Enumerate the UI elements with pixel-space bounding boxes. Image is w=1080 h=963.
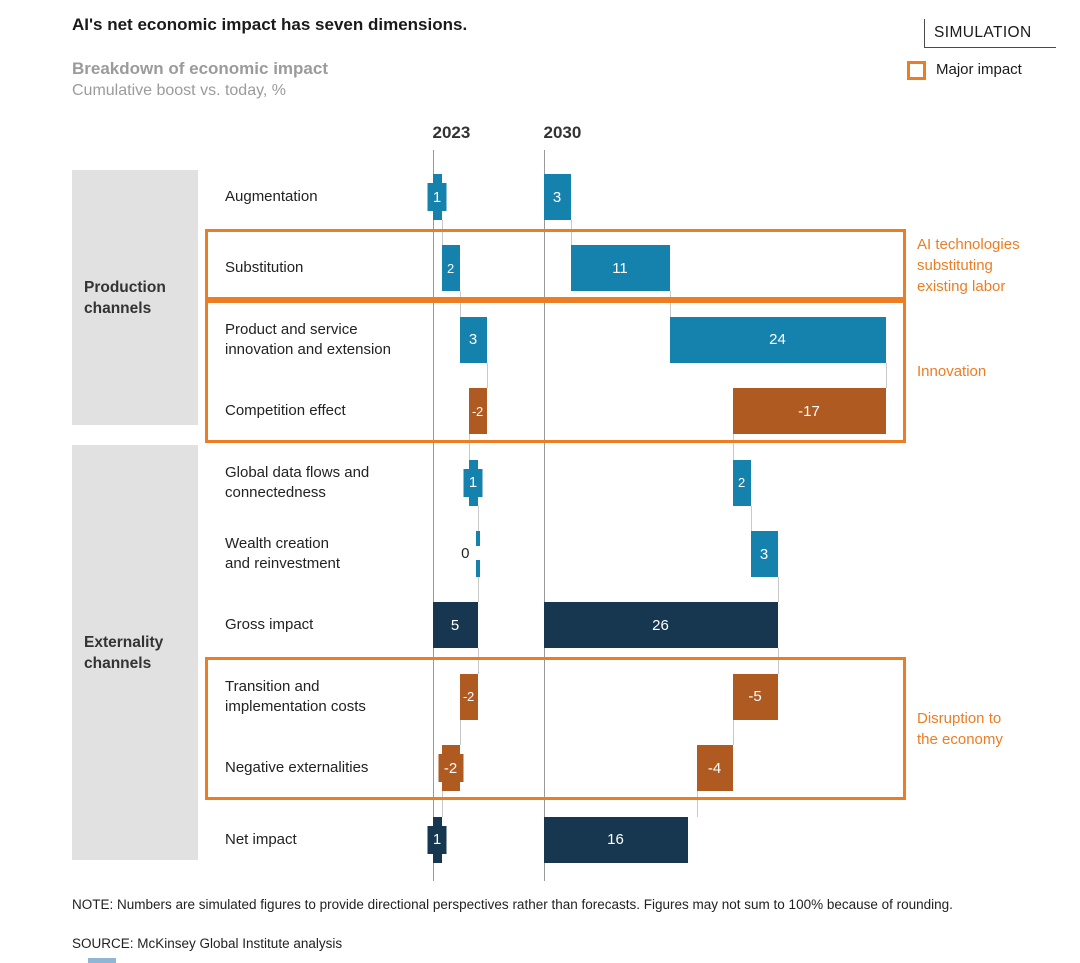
bar-value-global-data-flows-and-connectedness-2030: 2 [738,475,745,491]
connector-2030-8 [696,791,698,817]
bar-value-competition-effect-2023: -2 [472,403,483,419]
major-impact-note-innovation: Innovation [917,363,987,380]
bar-gross-impact-2023: 5 [432,602,478,649]
bar-value-substitution-2023: 2 [447,260,454,276]
bar-gross-impact-2030: 26 [543,602,778,649]
connector-2030-0 [570,220,572,246]
row-label-augmentation: Augmentation [225,188,318,205]
row-label-competition-effect: Competition effect [225,402,346,420]
row-label-wealth-creation-and-reinvestment: Wealth creation and reinvestment [225,535,341,572]
zero-marker-wealth-creation-and-reinvestment-2023 [475,531,480,577]
major-impact-swatch-icon [907,61,926,80]
bar-value-global-data-flows-and-connectedness-2023: 1 [468,474,478,492]
bar-transition-and-implementation-costs-2030: -5 [732,673,778,720]
source-text: SOURCE: McKinsey Global Institute analys… [72,936,343,951]
bar-value-gross-impact-2030: 26 [652,616,669,634]
bar-augmentation-2023: 1 [427,174,447,220]
major-impact-box-innovation [204,300,906,443]
bar-value-product-and-service-innovation-and-extension-2030: 24 [769,331,786,349]
bar-net-impact-2023: 1 [427,816,447,863]
bar-value-negative-externalities-2030: -4 [707,759,722,777]
group-label-production-channels: Production channels [84,278,166,317]
bar-value-transition-and-implementation-costs-2023: -2 [463,689,474,705]
bar-global-data-flows-and-connectedness-2030: 2 [732,459,751,506]
connector-2030-6 [777,648,779,674]
chart-unit-label: Cumulative boost vs. today, % [72,82,287,99]
bar-augmentation-2030: 3 [543,174,571,220]
bar-product-and-service-innovation-and-extension-2030: 24 [669,316,886,363]
simulation-tag-label: SIMULATION [934,24,1032,41]
row-label-substitution: Substitution [225,259,304,277]
connector-2030-7 [732,719,734,746]
bar-value-net-impact-2023: 1 [432,831,442,849]
bar-negative-externalities-2023: -2 [438,745,463,792]
bar-substitution-2023: 2 [441,245,460,292]
column-header-2030: 2030 [543,123,582,142]
bar-value-augmentation-2030: 3 [552,188,562,206]
connector-2023-8 [441,791,443,817]
major-impact-box-disruption-to [204,657,906,800]
row-label-net-impact: Net impact [225,830,297,848]
bar-net-impact-2030: 16 [543,816,688,863]
bar-competition-effect-2023: -2 [468,388,487,435]
major-impact-box-ai-technologies [204,228,906,301]
axis-2030 [543,150,545,881]
cropped-page-element [88,958,116,963]
group-label-externality-channels: Externality channels [84,633,164,672]
connector-2030-4 [750,505,752,531]
major-impact-legend-label: Major impact [936,61,1022,78]
bar-value-gross-impact-2023: 5 [450,616,460,634]
connector-2023-1 [459,291,461,317]
bar-value-wealth-creation-and-reinvestment-2030: 3 [759,545,769,563]
bar-value-chip-net-impact-2023: 1 [427,825,447,854]
bar-value-negative-externalities-2023: -2 [443,759,458,777]
row-label-transition-and-implementation-costs: Transition and implementation costs [225,677,366,715]
bar-negative-externalities-2030: -4 [696,745,733,792]
row-label-product-and-service-innovation-and-extension: Product and service innovation and exten… [225,320,391,358]
bar-value-chip-negative-externalities-2023: -2 [438,754,463,783]
bar-value-substitution-2030: 11 [612,259,628,277]
bar-value-net-impact-2030: 16 [607,831,624,849]
connector-2030-1 [669,291,671,317]
group-block-externality-channels [71,445,198,860]
row-label-gross-impact: Gross impact [225,616,314,634]
connector-2023-4 [477,505,479,531]
major-impact-note-disruption-to: Disruption to the economy [917,709,1003,748]
connector-2023-7 [459,719,461,746]
bar-value-competition-effect-2030: -17 [798,402,820,420]
bar-product-and-service-innovation-and-extension-2023: 3 [459,316,487,363]
major-impact-note-ai-technologies: AI technologies substituting existing la… [917,235,1020,295]
bar-transition-and-implementation-costs-2023: -2 [459,673,478,720]
bar-value-product-and-service-innovation-and-extension-2023: 3 [468,331,478,349]
note-text: NOTE: Numbers are simulated figures to p… [72,897,953,912]
connector-2030-2 [885,362,887,389]
bar-value-augmentation-2023: 1 [432,188,442,206]
group-block-production-channels [71,170,198,425]
simulation-tag: SIMULATION [924,19,1056,48]
page-title: AI's net economic impact has seven dimen… [72,15,468,34]
connector-2023-6 [477,648,479,674]
bar-competition-effect-2030: -17 [732,388,886,435]
bar-global-data-flows-and-connectedness-2023: 1 [463,459,483,506]
connector-2023-2 [486,362,488,389]
connector-2030-3 [732,434,734,460]
chart-subtitle-bold: Breakdown of economic impact [72,59,328,78]
bar-value-transition-and-implementation-costs-2030: -5 [748,688,762,706]
axis-2023 [432,150,434,881]
bar-substitution-2030: 11 [570,245,670,292]
connector-2023-3 [468,434,470,460]
connector-2030-5 [777,577,779,603]
column-header-2023: 2023 [432,123,471,142]
row-label-negative-externalities: Negative externalities [225,759,369,777]
row-label-global-data-flows-and-connectedness: Global data flows and connectedness [225,463,370,501]
bar-wealth-creation-and-reinvestment-2030: 3 [750,531,778,577]
connector-2023-0 [441,220,443,246]
connector-2023-5 [477,577,479,603]
bar-value-chip-augmentation-2023: 1 [427,183,447,211]
bar-value-wealth-creation-and-reinvestment-2023: 0 [461,545,470,562]
bar-value-chip-global-data-flows-and-connectedness-2023: 1 [463,468,483,497]
